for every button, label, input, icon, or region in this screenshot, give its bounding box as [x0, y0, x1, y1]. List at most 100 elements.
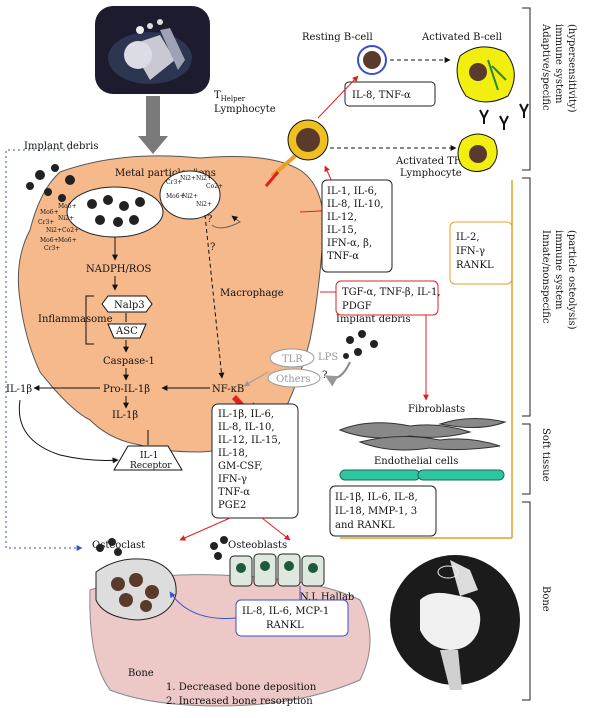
inflammasome-label: Inflammasome [38, 314, 113, 325]
box-fibro-line0: IL-1β, IL-6, IL-8, [335, 492, 418, 503]
bracket-bone [522, 501, 531, 701]
svg-text:IL-8, IL-10,: IL-8, IL-10, [218, 422, 275, 433]
svg-text:TNF-α: TNF-α [327, 251, 359, 262]
question-mark-3: ? [322, 370, 327, 381]
side-label-innate-2: immune system [553, 230, 564, 310]
svg-text:IL-1, IL-6,: IL-1, IL-6, [327, 186, 377, 197]
nalp3-box [101, 295, 153, 313]
implant-debris-label-mid: Implant debris [336, 314, 410, 325]
others-label: Others [276, 374, 311, 385]
box-tgf-line1: PDGF [342, 301, 372, 312]
osteoblasts-label: Osteoblasts [228, 540, 287, 551]
debris-cluster-osteoclast [96, 538, 122, 556]
box-osteo-line1: RANKL [266, 620, 304, 631]
caspase-label: Caspase-1 [103, 356, 155, 367]
side-label-adaptive-2: immune system [553, 24, 564, 104]
svg-text:IFN-γ: IFN-γ [218, 474, 247, 485]
svg-text:Ni2+: Ni2+ [46, 227, 62, 234]
svg-text:Cr3+: Cr3+ [38, 219, 54, 226]
side-label-bone: Bone [540, 586, 551, 612]
thelper-cell [264, 119, 329, 187]
svg-text:IL-15,: IL-15, [327, 225, 357, 236]
antibodies [479, 103, 529, 130]
debris-cluster-top [26, 164, 75, 202]
bracket-soft-tissue [522, 423, 531, 495]
debris-cluster-mid [343, 330, 378, 359]
svg-text:IL-12, IL-15,: IL-12, IL-15, [218, 435, 281, 446]
box-osteo-line0: IL-8, IL-6, MCP-1 [242, 606, 329, 617]
ions-right: Cr3+ Ni2+ Ni2+ Co2+ Mo6+ Ni2+ Ni2+ [166, 175, 223, 208]
nfkb-label: NF-κB [212, 384, 244, 395]
svg-text:PGE2: PGE2 [218, 500, 246, 511]
osteoclast-label: Osteoclast [92, 540, 145, 551]
svg-text:Ni2+: Ni2+ [182, 193, 198, 200]
box-macro-cytokines-text: IL-1β, IL-6, IL-8, IL-10, IL-12, IL-15, … [218, 409, 281, 511]
ion-vesicle [159, 170, 221, 220]
asc-box [107, 323, 147, 339]
svg-text:Ni2+: Ni2+ [196, 175, 212, 182]
bone-effect-1: 1. Decreased bone deposition [166, 682, 317, 693]
activated-th-cell [457, 133, 498, 172]
bone-label: Bone [128, 668, 154, 679]
implant-debris-label-top: Implant debris [24, 141, 98, 152]
svg-text:Ni2+: Ni2+ [180, 175, 196, 182]
activated-bcell-label: Activated B-cell [421, 32, 502, 43]
thelper-label-2: Lymphocyte [214, 104, 276, 115]
side-label-adaptive-3: (hypersensitivity) [566, 24, 577, 113]
side-label-innate-3: (particle osteolysis) [566, 230, 577, 330]
activated-th-label-2: Lymphocyte [400, 168, 462, 179]
box-il8-tnf-line0: IL-8, TNF-α [352, 90, 411, 101]
macrophage-label: Macrophage [220, 288, 284, 299]
side-label-adaptive-1: Adaptive/specific [540, 23, 551, 111]
box-tgf [335, 280, 439, 316]
nalp3-label: Nalp3 [114, 300, 145, 311]
il1-receptor-label-1: IL-1 [140, 451, 158, 461]
pro-il1b-label: Pro-IL-1β [103, 384, 150, 395]
svg-text:Cr3+: Cr3+ [44, 245, 60, 252]
box-fibro-line1: IL-18, MMP-1, 3 [335, 506, 417, 517]
svg-text:Mo6+: Mo6+ [58, 237, 77, 244]
svg-text:Mo6+: Mo6+ [40, 237, 59, 244]
svg-text:GM-CSF,: GM-CSF, [218, 461, 263, 472]
side-label-innate-1: Innate/nonspecific [540, 230, 551, 324]
box-il2-line1: IFN-γ [456, 246, 485, 257]
box-macro-cytokines [211, 403, 299, 519]
resting-bcell [357, 45, 387, 75]
box-tgf-line0: TGF-α, TNF-β, IL-1, [342, 287, 441, 298]
ions-left: Mo6+ Mo6+ Cr3+ Ni2+ Ni2+ Co2+ Mo6+ Mo6+ … [38, 203, 79, 252]
box-th-cytokines [321, 179, 393, 273]
lps-label: LPS [318, 352, 338, 363]
bone-effect-2: 2. Increased bone resorption [166, 696, 313, 707]
svg-text:IL-1β, IL-6,: IL-1β, IL-6, [218, 409, 274, 420]
bracket-adaptive [522, 7, 531, 171]
tlr-others-receptors: TLR Others [243, 348, 321, 388]
tlr-label: TLR [282, 354, 303, 365]
question-mark-1: ? [207, 214, 212, 225]
box-fibro-line2: and RANKL [335, 520, 395, 531]
endothelial-cells [339, 469, 505, 481]
fibroblast-cells [338, 417, 507, 451]
side-label-soft-tissue: Soft tissue [540, 428, 551, 482]
svg-text:IL-18,: IL-18, [218, 448, 248, 459]
nadph-label: NADPH/ROS [86, 264, 152, 275]
metal-particles-label: Metal particles/ions [115, 168, 216, 179]
svg-text:TNF-α: TNF-α [218, 487, 250, 498]
particle-cluster-vesicle [87, 195, 145, 227]
endothelial-label: Endothelial cells [374, 456, 458, 467]
il1b-outer-label: IL-1β [6, 384, 32, 395]
implant-photo [95, 6, 210, 94]
box-il8-tnf [344, 81, 436, 107]
activated-th-label-1: Activated TH [395, 156, 463, 167]
svg-text:Cr3+: Cr3+ [166, 179, 182, 186]
svg-text:Ni2+: Ni2+ [196, 201, 212, 208]
svg-text:Mo6+: Mo6+ [58, 203, 77, 210]
box-fibro-cytokines [329, 485, 437, 537]
resting-bcell-label: Resting B-cell [302, 32, 373, 43]
il1-receptor [113, 445, 183, 471]
svg-text:Mo6+: Mo6+ [166, 193, 185, 200]
box-th-cytokines-text: IL-1, IL-6, IL-8, IL-10, IL-12, IL-15, I… [327, 186, 384, 262]
il1b-inner-label: IL-1β [112, 410, 138, 421]
svg-text:IL-8, IL-10,: IL-8, IL-10, [327, 199, 384, 210]
osteoclast-cell [95, 558, 177, 621]
